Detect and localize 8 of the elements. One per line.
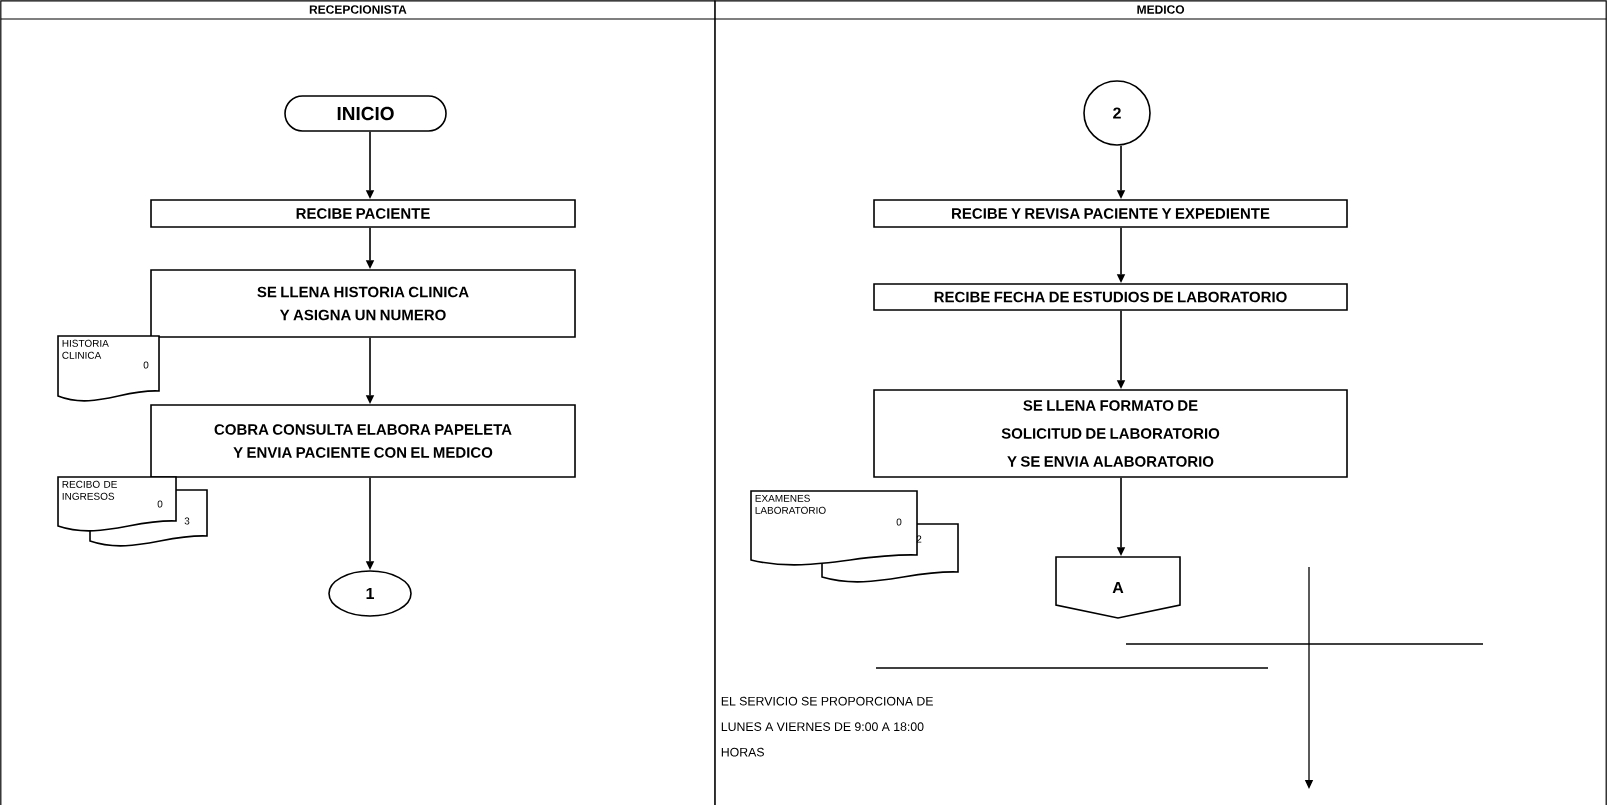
process-box: COBRA CONSULTA ELABORA PAPELETA Y ENVIA PACIENTE CON EL MEDICO bbox=[150, 404, 576, 478]
off-page-connector: A bbox=[1055, 556, 1181, 619]
process-box: RECIBE Y REVISA PACIENTE Y EXPEDIENTE bbox=[873, 199, 1348, 228]
process-box: RECIBE FECHA DE ESTUDIOS DE LABORATORIO bbox=[873, 283, 1348, 311]
note-text: EL SERVICIO SE PROPORCIONA DE LUNES A VIERNES DE 9:00 A 18:00 HORAS bbox=[721, 696, 933, 757]
process-box: SE LLENA FORMATO DE SOLICITUD DE LABORATORIO Y SE ENVIA ALABORATORIO bbox=[873, 389, 1348, 478]
process-box: SE LLENA HISTORIA CLINICA Y ASIGNA UN NUMERO bbox=[150, 269, 576, 338]
process-box: RECIBE PACIENTE bbox=[150, 199, 576, 228]
